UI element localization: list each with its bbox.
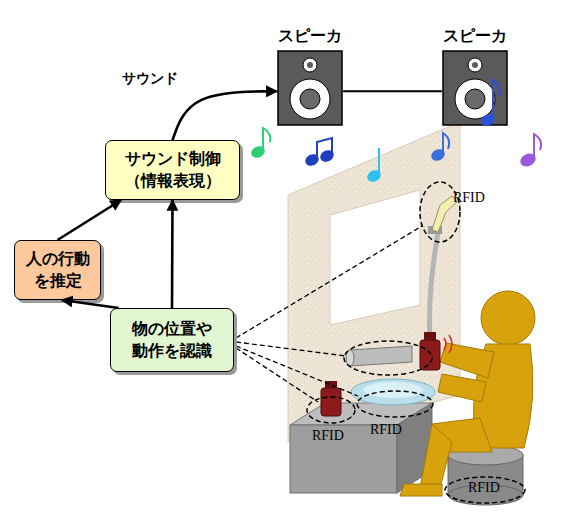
leader-line [236,226,422,338]
flow-arrow [62,300,119,308]
node-label: 人の行動 を推定 [19,248,96,292]
rfid-ellipse [307,397,355,423]
speaker-tweeter-center [307,62,313,68]
note-stem [534,134,541,158]
rfid-ellipse [357,391,433,417]
speaker-cabinet [443,51,507,125]
note-stem [263,128,270,150]
connector-line [343,90,442,92]
rfid-label: RFID [370,422,402,438]
person-foot [400,484,442,496]
rfid-ellipse [344,341,432,375]
node-label: 物の位置や 動作を認識 [115,318,229,362]
rfid-label: RFID [312,428,344,444]
note-head [320,149,335,162]
leader-line [236,348,318,402]
music-note [520,134,542,167]
speaker-woofer [455,79,495,119]
person-head [481,291,535,345]
basin-inner [363,382,423,398]
rfid-label: RFID [468,480,500,496]
speaker-node: スピーカ [274,26,346,128]
person [400,291,535,496]
speaker-woofer-center [300,89,320,109]
basin [351,379,435,405]
speaker-symbol [274,50,346,126]
speaker-cabinet [278,51,342,125]
music-note [251,128,271,159]
node-label: スピーカ [439,26,511,46]
bottle-cap [424,332,436,341]
note-stem [378,148,380,174]
flow-arrow [173,91,277,140]
note-stem [443,133,449,153]
flow-arrow [171,200,174,308]
edge-label: サウンド [122,70,178,88]
process-box: サウンド制御 （情報表現） [105,140,240,200]
speaker-woofer-center [465,89,485,109]
rfid-ellipse [445,477,525,503]
speaker-node: スピーカ [439,26,511,128]
person-leg [420,424,452,488]
person-arm [438,374,486,402]
process-box: 物の位置や 動作を認識 [110,308,234,372]
speaker-symbol [439,50,511,126]
speaker-woofer [290,79,330,119]
node-label: サウンド制御 （情報表現） [110,148,235,192]
leader-line [236,342,346,356]
rfid-label: RFID [453,190,485,206]
speaker-tweeter [468,58,482,72]
process-box: 人の行動 を推定 [14,240,101,300]
bottle [420,340,440,370]
speaker-tweeter-center [472,62,478,68]
music-note [367,148,382,183]
edge-group [58,91,442,308]
speaker-tweeter [303,58,317,72]
signal-waves [444,335,452,353]
bottle-cap [325,381,337,389]
bottle [321,388,341,416]
music-note [431,133,450,162]
music-note [305,138,335,167]
faucet [350,346,412,366]
shower-hose [429,232,438,345]
person-arm [440,343,494,378]
node-label: スピーカ [274,26,346,46]
leader-lines [236,226,422,402]
wall-panel [288,122,460,442]
flow-arrow [58,200,122,240]
